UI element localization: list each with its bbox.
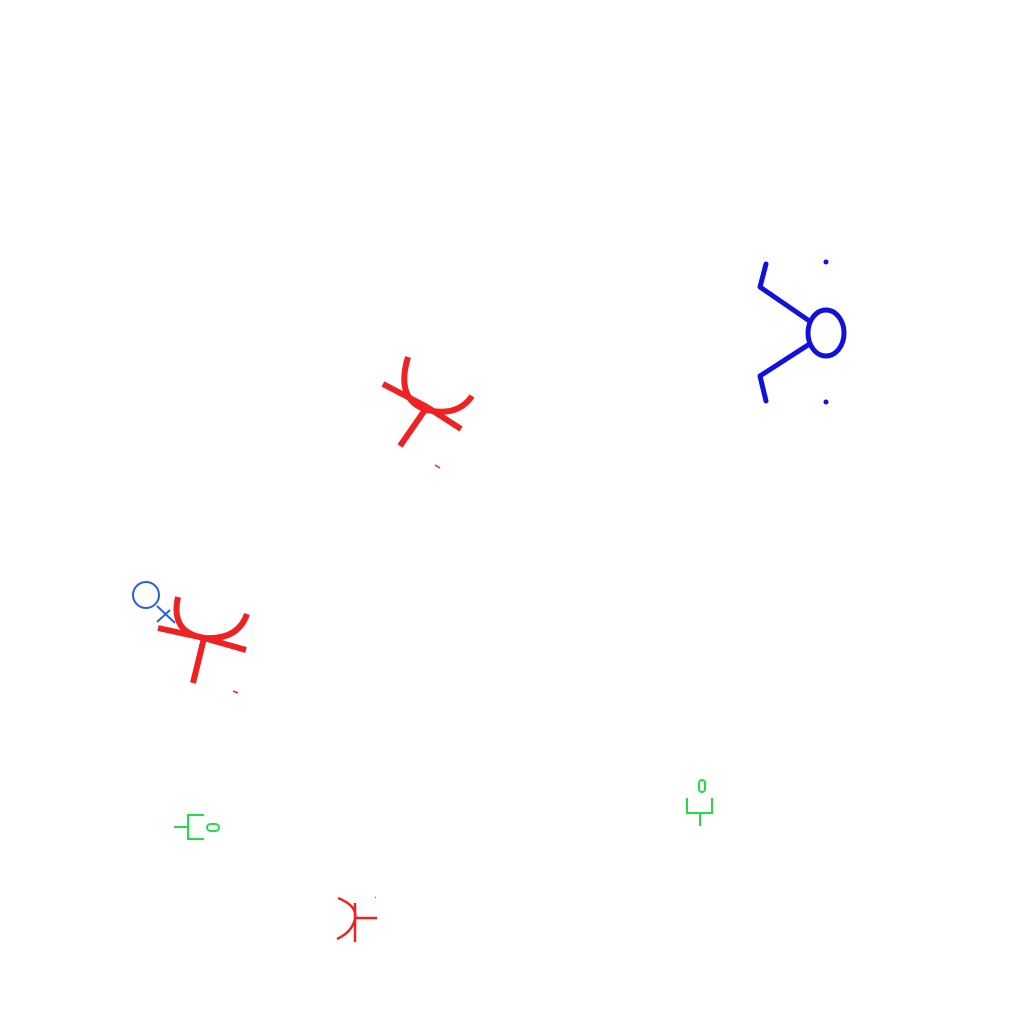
bracket-shape: [686, 798, 713, 814]
bracket-shape: [187, 814, 204, 840]
red-arc-y-symbol-left: [157, 596, 250, 694]
lower-dot-shape: [823, 399, 829, 405]
capsule-shape: [698, 779, 706, 793]
stem-shape: [190, 637, 207, 684]
tick-shape: [232, 690, 239, 694]
tick-shape: [434, 464, 441, 469]
right-branch-shape: [425, 404, 463, 432]
circle-shape: [805, 307, 847, 359]
upper-dot-shape: [823, 259, 829, 265]
cross-stroke-b: [156, 609, 171, 623]
green-bracket-symbol-left: [174, 814, 220, 840]
capsule-shape: [206, 823, 220, 832]
red-arc-y-symbol-large: [381, 356, 475, 469]
tick-shape: [374, 896, 377, 899]
green-bracket-symbol-right: [686, 779, 713, 826]
stem-shape: [397, 405, 430, 448]
red-arc-cross-symbol-bottom: [336, 896, 377, 942]
right-branch-shape: [203, 635, 247, 653]
upper-arm-shape: [757, 261, 811, 323]
ring-shape: [132, 581, 160, 609]
left-branch-shape: [381, 381, 429, 410]
left-branch-shape: [157, 625, 205, 641]
lower-arm-shape: [757, 342, 811, 404]
blue-magnifier-x-symbol: [132, 581, 176, 624]
arc-shape: [336, 896, 357, 941]
blue-circle-cup-symbol: [757, 259, 847, 405]
